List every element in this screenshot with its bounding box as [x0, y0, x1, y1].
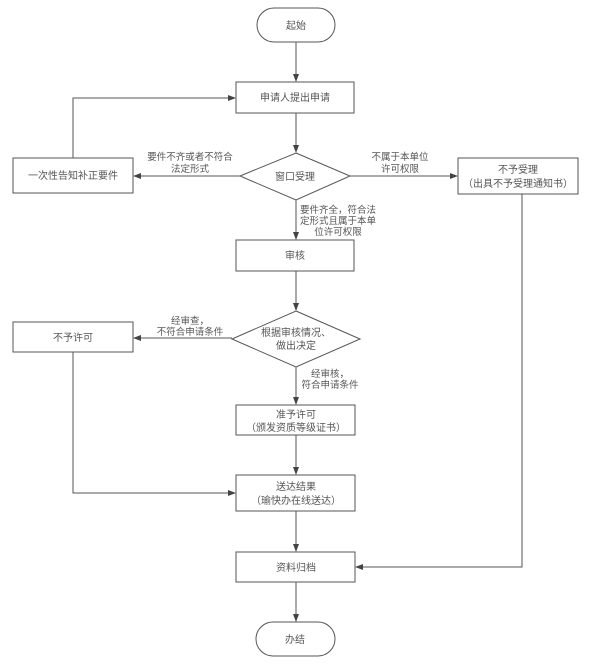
node-reject-accept-sublabel: （出具不予受理通知书） — [463, 177, 573, 190]
node-apply: 申请人提出申请 — [235, 81, 355, 114]
edge-label-line: 经审查， — [171, 315, 209, 327]
node-deny-label: 不予许可 — [53, 332, 93, 344]
node-archive: 资料归档 — [235, 551, 356, 583]
edge-label-line: 经审核， — [311, 368, 349, 380]
node-window-decision: 窗口受理 — [238, 152, 352, 201]
edge-label-line: 许可权限 — [381, 163, 420, 175]
node-end: 办结 — [255, 621, 336, 657]
node-window-label: 窗口受理 — [275, 170, 315, 183]
node-apply-label: 申请人提出申请 — [260, 91, 330, 104]
edge-reject-archive — [355, 194, 523, 570]
node-review: 审核 — [235, 239, 355, 272]
edge-label-line: 不属于本单位 — [371, 151, 429, 163]
node-decide-sublabel: 做出决定 — [276, 339, 316, 352]
node-deliver-sublabel: （瑜快办在线送达） — [251, 494, 341, 507]
edges — [72, 42, 523, 622]
node-grant-label: 准予许可 — [276, 409, 316, 421]
node-review-label: 审核 — [285, 249, 305, 262]
node-start: 起始 — [256, 7, 336, 43]
node-end-label: 办结 — [285, 633, 305, 646]
node-reject-accept-label: 不予受理 — [498, 164, 538, 176]
node-decide-label: 根据审核情况、 — [261, 326, 331, 339]
edge-label-line: 不符合申请条件 — [157, 326, 224, 338]
edge-label-window-review: 要件齐全，符合法 定形式且属于本单 位许可权限 — [300, 204, 377, 238]
node-notify: 一次性告知补正要件 — [12, 157, 134, 194]
node-grant: 准予许可 （颁发资质等级证书） — [235, 404, 356, 436]
node-deny: 不予许可 — [12, 321, 134, 353]
edge-label-window-notify: 要件不齐或者不符合 法定形式 — [147, 151, 233, 175]
node-notify-label: 一次性告知补正要件 — [28, 169, 118, 182]
node-deliver: 送达结果 （瑜快办在线送达） — [235, 474, 356, 512]
edge-label-decide-deny: 经审查， 不符合申请条件 — [157, 315, 224, 338]
edge-label-line: 符合申请条件 — [301, 379, 359, 391]
node-archive-label: 资料归档 — [276, 561, 316, 574]
node-grant-sublabel: （颁发资质等级证书） — [246, 421, 346, 434]
edge-label-line: 法定形式 — [171, 163, 210, 175]
node-start-label: 起始 — [286, 19, 306, 32]
node-deliver-label: 送达结果 — [276, 480, 316, 493]
edge-label-decide-grant: 经审核， 符合申请条件 — [301, 368, 359, 391]
edge-deny-deliver — [72, 352, 236, 496]
edge-label-line: 定形式且属于本单 — [300, 215, 377, 227]
edge-label-line: 要件不齐或者不符合 — [147, 151, 233, 163]
node-reject-accept: 不予受理 （出具不予受理通知书） — [457, 157, 579, 195]
edge-label-line: 位许可权限 — [314, 226, 362, 238]
edge-notify-apply — [72, 95, 236, 158]
edge-label-window-reject: 不属于本单位 许可权限 — [371, 151, 429, 175]
edge-label-line: 要件齐全，符合法 — [300, 204, 376, 216]
node-decide-decision: 根据审核情况、 做出决定 — [230, 310, 362, 368]
